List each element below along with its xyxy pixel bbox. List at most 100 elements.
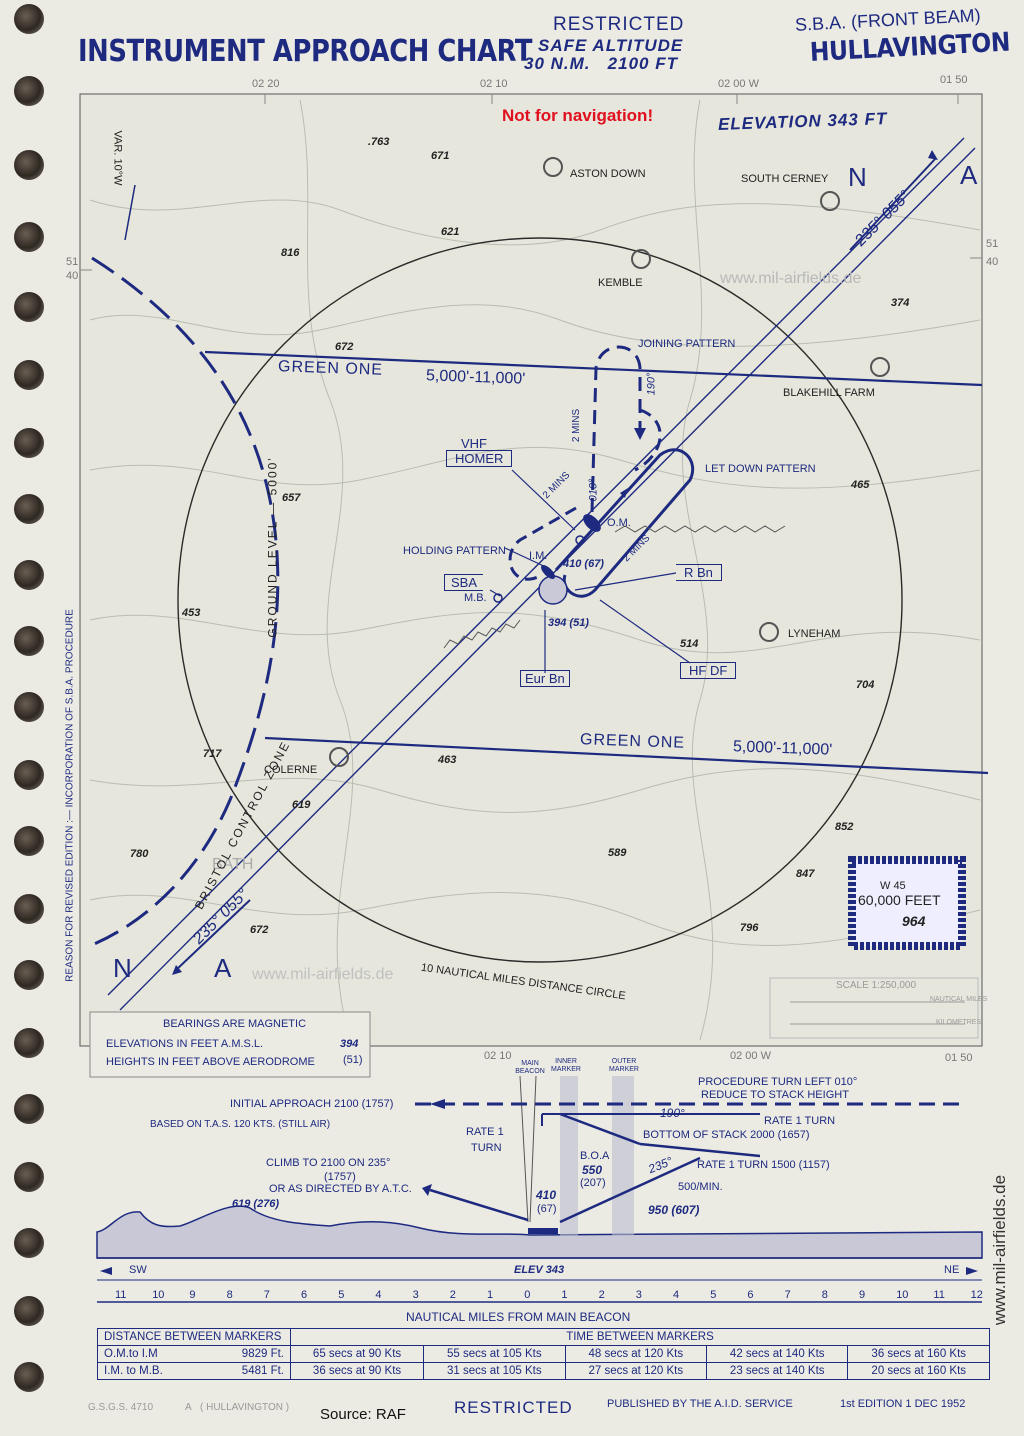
arrow-sw xyxy=(172,965,182,975)
callout-leaders xyxy=(489,469,691,673)
spot-height: 514 xyxy=(680,638,699,650)
airway-label-north: GREEN ONE xyxy=(277,358,384,379)
axis-title: NAUTICAL MILES FROM MAIN BEACON xyxy=(406,1310,631,1324)
descent-line xyxy=(559,1156,701,1224)
hf-df-label: HF DF xyxy=(680,662,737,679)
restricted-area-value: 964 xyxy=(902,913,926,929)
axis-tick-label: 6 xyxy=(747,1289,754,1301)
axis-tick-label: 1 xyxy=(561,1289,568,1301)
climb-height-label: (1757) xyxy=(324,1171,356,1183)
boa-value: 550 xyxy=(582,1163,603,1177)
profile-950: 950 (607) xyxy=(648,1203,700,1217)
terrain-profile xyxy=(96,1205,983,1259)
control-zone-boundary xyxy=(91,256,280,947)
radio-signal-east xyxy=(614,525,786,533)
holding-pattern-path xyxy=(508,506,577,581)
place-lyneham: LYNEHAM xyxy=(788,628,841,640)
contour-lines xyxy=(89,99,981,1041)
axis-tick-label: 8 xyxy=(821,1289,828,1301)
binding-hole xyxy=(14,360,44,390)
spot-height: .763 xyxy=(368,136,390,148)
binding-hole xyxy=(14,1228,44,1258)
footer-source: Source: RAF xyxy=(320,1406,406,1423)
spot-height: 816 xyxy=(281,247,300,259)
beam-line-b xyxy=(107,137,965,996)
place-kemble: KEMBLE xyxy=(598,277,643,289)
footer-published: PUBLISHED BY THE A.I.D. SERVICE xyxy=(607,1398,793,1410)
axis-tick-label: 2 xyxy=(598,1289,605,1301)
vhf-label: VHF xyxy=(461,436,487,451)
table-cell: O.M.to I.M 9829 Ft. xyxy=(97,1345,291,1363)
binding-hole xyxy=(14,76,44,106)
letdown-pattern-label: LET DOWN PATTERN xyxy=(705,463,816,475)
footer-gsgs: G.S.G.S. 4710 xyxy=(88,1402,154,1413)
lon-label: 02 10 xyxy=(480,78,508,90)
row-distance: 9829 Ft. xyxy=(241,1348,284,1360)
profile-410: 410 xyxy=(536,1188,557,1202)
spot-height: 672 xyxy=(250,924,269,936)
joining-arrow xyxy=(634,428,646,440)
safe-altitude-label: SAFE ALTITUDE xyxy=(538,36,684,55)
outer-marker-symbol xyxy=(583,514,601,532)
axis-tick-label: 7 xyxy=(263,1289,270,1301)
spot-height: 465 xyxy=(851,479,870,491)
arrow-sw-shaft xyxy=(175,899,251,971)
airway-green-one-north xyxy=(204,350,983,387)
map-frame xyxy=(79,93,983,1047)
spot-height: 621 xyxy=(441,226,460,238)
joining-turn xyxy=(634,408,662,472)
heading-190-label: 190° xyxy=(645,372,658,396)
lat-label: 40 xyxy=(66,270,79,282)
axis-tick-label: 10 xyxy=(152,1289,165,1301)
binding-hole xyxy=(14,1162,44,1192)
binding-hole xyxy=(14,760,44,790)
table-row: I.M. to M.B. 5481 Ft. 36 secs at 90 Kts … xyxy=(97,1362,990,1380)
spot-height: 852 xyxy=(835,821,854,833)
sw-label: SW xyxy=(129,1264,147,1276)
procedure-turn-label: PROCEDURE TURN LEFT 010° xyxy=(698,1076,858,1088)
spot-height: 704 xyxy=(856,679,875,691)
place-south-cerney: SOUTH CERNEY xyxy=(741,173,829,185)
navigation-warning: Not for navigation! xyxy=(502,106,654,125)
airway-levels-south: 5,000'-11,000' xyxy=(732,738,833,759)
restricted-area-box xyxy=(848,856,966,950)
table-cell: 36 secs at 90 Kts xyxy=(289,1362,425,1380)
north-beam-label-sw: N xyxy=(113,953,132,983)
lon-label: 02 00 W xyxy=(718,78,759,90)
airway-levels-north: 5,000'-11,000' xyxy=(425,367,526,388)
binding-hole xyxy=(14,626,44,656)
table-header-distance: DISTANCE BETWEEN MARKERS xyxy=(97,1328,291,1346)
main-beacon-label: M.B. xyxy=(464,592,487,604)
axis-tick-label: 12 xyxy=(970,1289,983,1301)
height-394-label: 394 (51) xyxy=(548,617,589,629)
rate1-1500-label: RATE 1 TURN 1500 (1157) xyxy=(697,1159,830,1171)
reduce-label: REDUCE TO STACK HEIGHT xyxy=(701,1089,849,1101)
two-mins-vertical-label: 2 MINS xyxy=(571,408,583,443)
boa-height: (207) xyxy=(580,1177,606,1189)
letdown-arrow xyxy=(620,488,628,498)
spot-height: 589 xyxy=(608,847,627,859)
profile-619: 619 (276) xyxy=(232,1198,280,1210)
binding-hole xyxy=(14,1362,44,1392)
profile-67: (67) xyxy=(537,1203,557,1215)
boa-label: B.O.A xyxy=(580,1150,610,1162)
place-blakehill-farm: BLAKEHILL FARM xyxy=(783,387,875,399)
profile-diagram xyxy=(96,1075,983,1303)
height-410-label: 410 (67) xyxy=(563,558,604,570)
grid-ticks xyxy=(80,94,982,271)
axis-tick-label: 10 xyxy=(896,1289,909,1301)
inner-marker-symbol xyxy=(575,535,585,545)
north-beam-label: N xyxy=(848,162,867,192)
table-cell: 65 secs at 90 Kts xyxy=(289,1345,425,1363)
binding-hole xyxy=(14,292,44,322)
legend-elevations-value: 394 xyxy=(340,1038,359,1050)
aerodrome-symbol xyxy=(538,575,568,605)
turn-left-label: TURN xyxy=(471,1142,502,1154)
bottom-of-stack-label: BOTTOM OF STACK 2000 (1657) xyxy=(643,1129,810,1141)
safe-altitude-value: 30 N.M. 2100 FT xyxy=(524,54,678,73)
place-bath: BATH xyxy=(212,856,254,873)
airway-label-south: GREEN ONE xyxy=(579,731,686,752)
scale-nm-label: NAUTICAL MILES xyxy=(930,996,988,1003)
axis-tick-label: 7 xyxy=(784,1289,791,1301)
radio-beacon-label: R Bn xyxy=(676,564,722,581)
